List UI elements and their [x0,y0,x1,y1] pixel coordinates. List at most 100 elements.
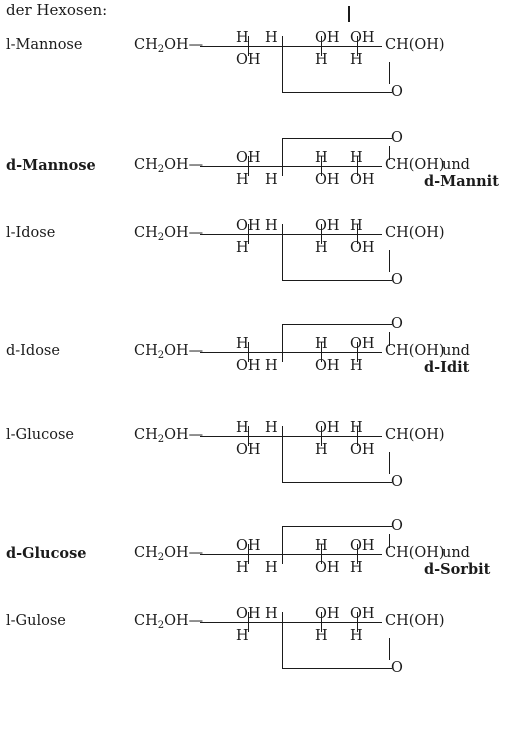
substituent-bottom: H [350,52,363,68]
ring-bond-right [389,62,391,84]
carbon-vertical-bond [248,612,250,632]
substituent-top: OH [350,30,375,46]
sugar-name: l-Idose [6,225,56,241]
ring-bond-right [389,332,391,346]
terminal-group: CH2OH— [134,545,204,563]
carbon-vertical-bond [248,426,250,446]
carbon-chain-bond [200,234,382,236]
substituent-bottom: H [265,172,278,188]
carbon-vertical-bond [248,224,250,244]
substituent-bottom: OH [315,172,340,188]
substituent-top: H [315,150,328,166]
sugar-name: d-Mannose [6,157,96,174]
substituent-bottom: OH [350,240,375,256]
carbon-vertical-bond [248,544,250,564]
substituent-bottom: OH [236,52,261,68]
substituent-bottom: OH [236,358,261,374]
terminal-group: CH2OH— [134,37,204,55]
terminal-group: CH2OH— [134,613,204,631]
carbon-vertical-bond [321,36,323,56]
substituent-bottom: OH [315,358,340,374]
ring-bond-left [282,138,284,156]
aldehyde-group: CH(OH) [385,37,445,53]
carbon-chain-bond [200,436,382,438]
aldehyde-group: CH(OH) [385,613,445,629]
sugar-alcohol: d-Mannit [424,173,499,190]
substituent-top: H [265,218,278,234]
ring-bond-right [389,250,391,272]
carbon-vertical-bond [248,342,250,362]
ring-bond-left [282,446,284,482]
substituent-top: H [265,30,278,46]
ring-oxygen: O [391,130,403,146]
ring-bond-right [389,146,391,160]
ring-bond-left [282,526,284,544]
substituent-top: OH [350,336,375,352]
carbon-vertical-bond [282,342,284,362]
carbon-vertical-bond [248,156,250,176]
substituent-bottom: OH [236,442,261,458]
carbon-vertical-bond [357,342,359,362]
substituent-bottom: H [236,240,249,256]
substituent-bottom: H [236,172,249,188]
substituent-top: OH [315,218,340,234]
carbon-vertical-bond [357,612,359,632]
carbon-vertical-bond [321,156,323,176]
conjunction: und [442,343,470,359]
ring-bond-left [282,244,284,280]
ring-bond-bottom [282,92,392,94]
sugar-name: l-Gulose [6,613,66,629]
aldehyde-group: CH(OH) [385,545,445,561]
carbon-vertical-bond [321,224,323,244]
carbon-vertical-bond [282,612,284,632]
substituent-top: H [350,218,363,234]
carbon-vertical-bond [321,612,323,632]
substituent-top: H [236,30,249,46]
substituent-top: OH [236,150,261,166]
ring-bond-stub [348,6,350,22]
ring-bond-top [282,526,392,528]
substituent-bottom: H [265,560,278,576]
carbon-vertical-bond [282,224,284,244]
substituent-top: OH [236,606,261,622]
substituent-bottom: H [350,628,363,644]
substituent-top: OH [315,606,340,622]
carbon-vertical-bond [357,156,359,176]
substituent-top: OH [315,420,340,436]
substituent-top: H [236,420,249,436]
carbon-vertical-bond [321,544,323,564]
carbon-vertical-bond [357,36,359,56]
substituent-top: OH [236,218,261,234]
substituent-bottom: H [236,628,249,644]
ring-oxygen: O [391,316,403,332]
substituent-bottom: H [315,52,328,68]
ring-oxygen: O [391,660,403,676]
ring-bond-bottom [282,668,392,670]
substituent-top: H [315,538,328,554]
substituent-bottom: OH [315,560,340,576]
substituent-top: H [265,420,278,436]
substituent-top: OH [350,538,375,554]
conjunction: und [442,545,470,561]
carbon-vertical-bond [282,544,284,564]
substituent-bottom: OH [350,442,375,458]
ring-bond-right [389,638,391,660]
ring-oxygen: O [391,272,403,288]
carbon-vertical-bond [321,426,323,446]
terminal-group: CH2OH— [134,157,204,175]
terminal-group: CH2OH— [134,427,204,445]
carbon-chain-bond [200,554,382,556]
sugar-name: d-Idose [6,343,60,359]
ring-bond-bottom [282,280,392,282]
carbon-vertical-bond [282,156,284,176]
ring-bond-right [389,452,391,474]
